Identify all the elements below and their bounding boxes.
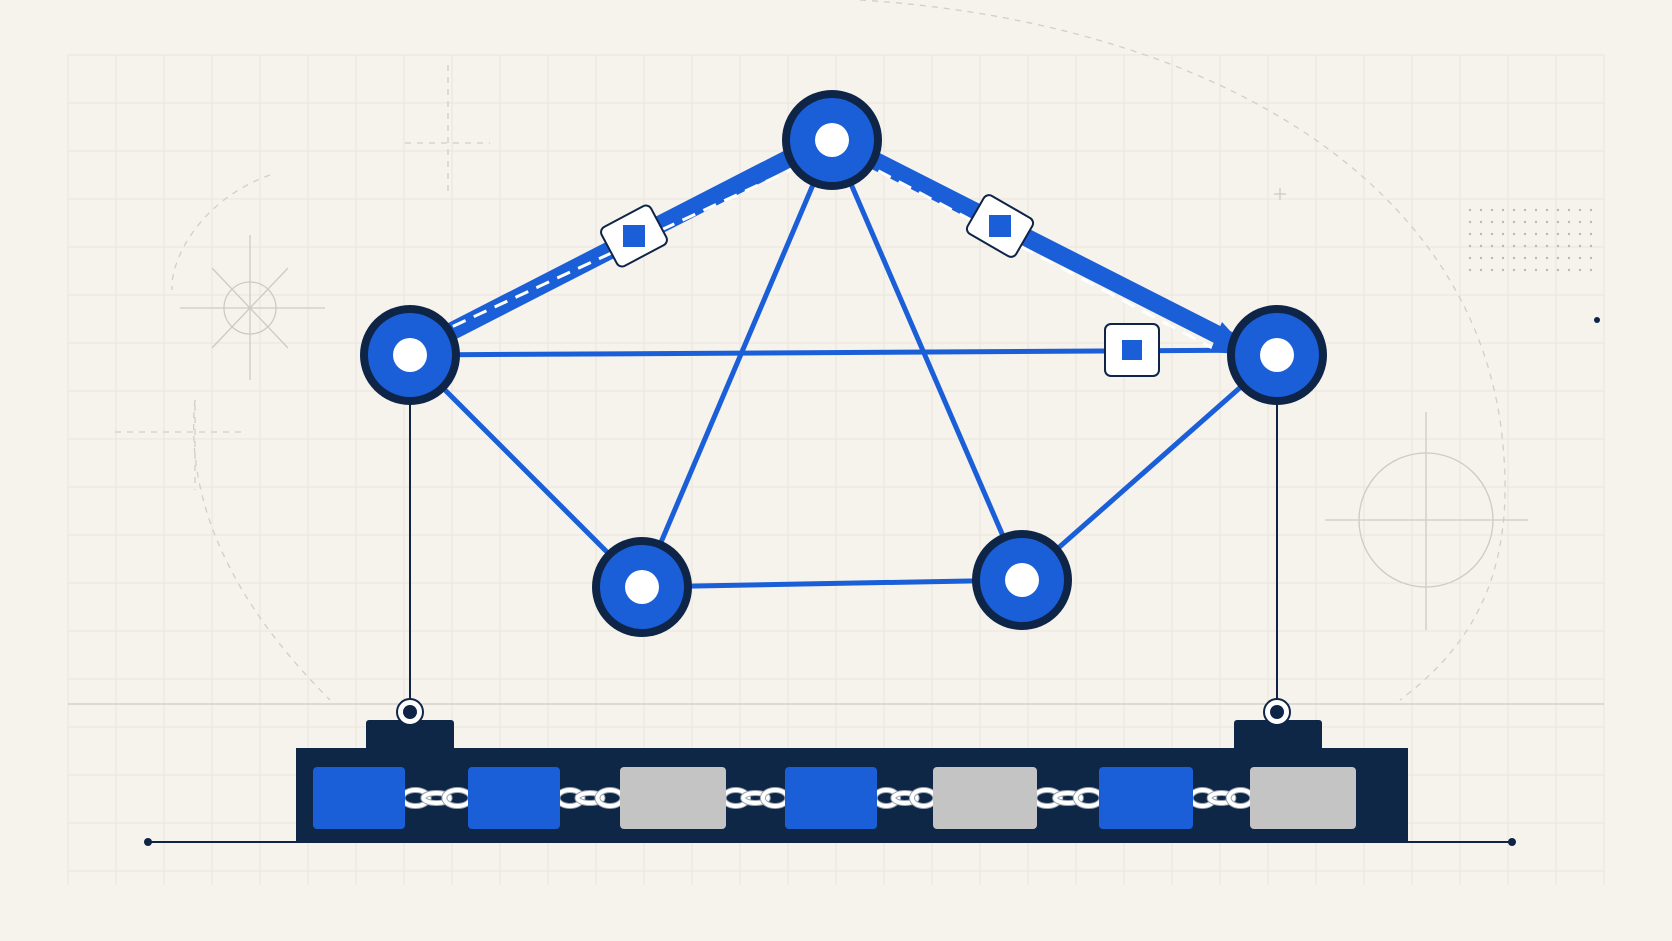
packet-icon-3 xyxy=(1104,323,1160,377)
chain-block-7 xyxy=(1250,767,1356,829)
node-right xyxy=(1227,305,1327,405)
chain-link-icon xyxy=(1187,787,1256,809)
left-mount xyxy=(366,720,454,752)
right-mount xyxy=(1234,720,1322,752)
chain-blocks xyxy=(313,767,1356,829)
chain-block-4 xyxy=(785,767,877,829)
hangers xyxy=(366,380,1322,752)
node-bottom-left xyxy=(592,537,692,637)
dot-grid-decoration xyxy=(1468,208,1593,272)
chain-block-1 xyxy=(313,767,405,829)
edge-bottomleft-bottomright xyxy=(639,577,1025,590)
chain-block-6 xyxy=(1099,767,1193,829)
edge-top-right-highlighted xyxy=(841,139,1237,349)
node-top xyxy=(782,90,882,190)
decorative-sketches xyxy=(68,0,1604,705)
packet-icon-2 xyxy=(965,194,1035,258)
node-bottom-right xyxy=(972,530,1072,630)
data-packets xyxy=(600,194,1160,377)
edge-left-bottomleft xyxy=(407,352,645,590)
edge-top-bottomright xyxy=(829,137,1025,583)
chain-block-5 xyxy=(933,767,1037,829)
chain-block-2 xyxy=(468,767,560,829)
background-grid xyxy=(67,54,1605,885)
edge-bottomright-right xyxy=(1019,352,1280,583)
blockchain-bar xyxy=(296,748,1408,842)
chain-block-3 xyxy=(620,767,726,829)
edge-top-bottomleft xyxy=(639,137,835,590)
packet-icon-1 xyxy=(600,204,668,268)
network-nodes xyxy=(360,90,1327,637)
node-left xyxy=(360,305,460,405)
